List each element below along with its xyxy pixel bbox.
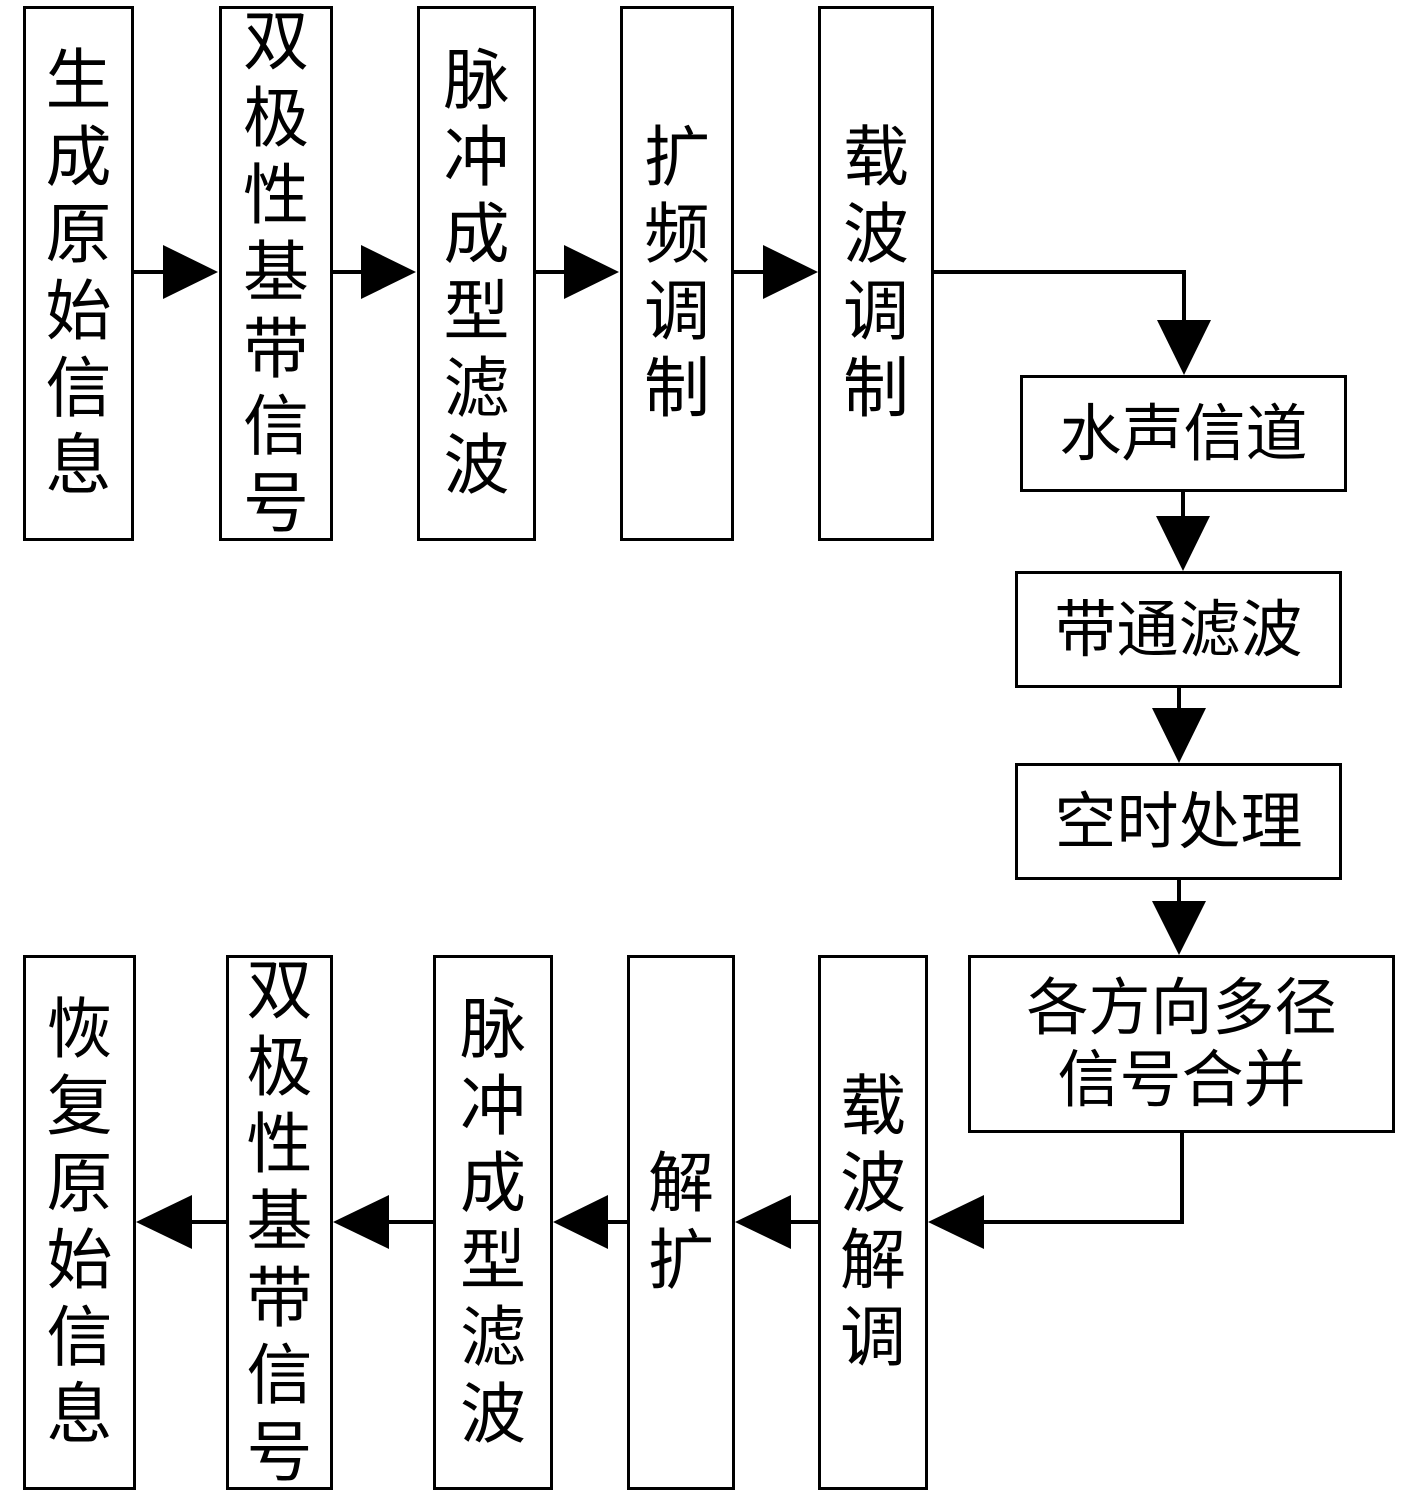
block-label: 脉冲成型滤波: [436, 991, 550, 1453]
connector-line: [982, 1132, 1184, 1224]
label-char: 扩: [648, 1222, 714, 1299]
block-carrier-modulation: 载波调制: [818, 6, 934, 541]
block-label: 水声信道: [1059, 396, 1308, 470]
label-char: 号: [246, 1414, 313, 1491]
label-char: 成: [45, 119, 112, 196]
label-char: 恢: [46, 991, 113, 1068]
label-char: 波: [460, 1376, 526, 1453]
block-label: 扩频调制: [623, 119, 731, 427]
label-char: 解: [648, 1145, 714, 1222]
block-label: 载波解调: [821, 1068, 925, 1376]
arrow-down-icon: [1152, 901, 1206, 955]
arrow-right-icon: [163, 245, 218, 299]
label-char: 双: [243, 3, 309, 80]
block-multipath-combining: 各方向多径 信号合并: [968, 955, 1395, 1133]
connector-line: [934, 270, 1186, 322]
label-char: 波: [840, 1145, 906, 1222]
label-char: 成: [443, 196, 510, 273]
label-char: 极: [246, 1029, 313, 1106]
arrow-right-icon: [564, 245, 619, 299]
label-char: 载: [843, 119, 909, 196]
arrow-left-icon: [928, 1195, 984, 1249]
label-char: 滤: [460, 1299, 526, 1376]
label-char: 带: [243, 311, 309, 388]
block-bipolar-baseband-rx: 双极性基带信号: [226, 952, 333, 1491]
block-bandpass-filter: 带通滤波: [1015, 571, 1342, 688]
label-char: 扩: [644, 119, 710, 196]
block-bipolar-baseband: 双极性基带信号: [219, 3, 333, 542]
label-char: 调: [843, 273, 909, 350]
block-pulse-shaping-rx: 脉冲成型滤波: [433, 955, 553, 1490]
label-char: 信: [45, 350, 112, 427]
label-char: 脉: [460, 991, 526, 1068]
label-char: 型: [460, 1222, 526, 1299]
label-char: 成: [460, 1145, 526, 1222]
block-label: 带通滤波: [1054, 592, 1303, 666]
arrow-left-icon: [735, 1195, 791, 1249]
label-char: 性: [246, 1106, 313, 1183]
block-despreading: 解扩: [627, 955, 735, 1490]
block-spread-modulation: 扩频调制: [620, 6, 734, 541]
label-char: 复: [46, 1068, 113, 1145]
arrow-down-icon: [1156, 516, 1210, 571]
block-space-time-processing: 空时处理: [1015, 763, 1342, 880]
label-char: 调: [840, 1299, 906, 1376]
label-char: 性: [243, 157, 309, 234]
label-char: 滤: [443, 350, 510, 427]
block-label-line-1: 各方向多径: [1026, 971, 1337, 1044]
label-char: 波: [443, 427, 510, 504]
label-char: 制: [644, 350, 710, 427]
arrow-left-icon: [136, 1195, 192, 1249]
block-label: 解扩: [630, 1145, 732, 1299]
label-char: 信: [246, 1337, 313, 1414]
label-char: 信: [243, 388, 309, 465]
arrow-down-icon: [1152, 708, 1206, 763]
label-char: 生: [45, 42, 112, 119]
block-label: 空时处理: [1054, 784, 1303, 858]
arrow-left-icon: [553, 1195, 608, 1249]
label-char: 调: [644, 273, 710, 350]
label-char: 带: [246, 1260, 313, 1337]
label-char: 始: [46, 1222, 113, 1299]
label-char: 冲: [443, 119, 510, 196]
label-char: 解: [840, 1222, 906, 1299]
block-label: 恢复原始信息: [26, 991, 133, 1453]
block-label: 双极性基带信号: [229, 952, 330, 1491]
label-char: 频: [644, 196, 710, 273]
label-char: 冲: [460, 1068, 526, 1145]
block-carrier-demodulation: 载波解调: [818, 955, 928, 1490]
block-label: 脉冲成型滤波: [420, 42, 533, 504]
block-label: 双极性基带信号: [222, 3, 330, 542]
label-char: 脉: [443, 42, 510, 119]
label-char: 制: [843, 350, 909, 427]
label-char: 原: [46, 1145, 113, 1222]
label-char: 号: [243, 465, 309, 542]
block-recover-source-info: 恢复原始信息: [23, 955, 136, 1490]
label-char: 息: [46, 1376, 113, 1453]
block-label-line-2: 信号合并: [1057, 1043, 1306, 1116]
label-char: 始: [45, 273, 112, 350]
label-char: 原: [45, 196, 112, 273]
label-char: 极: [243, 80, 309, 157]
label-char: 基: [246, 1183, 313, 1260]
block-pulse-shaping: 脉冲成型滤波: [417, 6, 536, 541]
arrow-down-icon: [1157, 320, 1211, 375]
label-char: 载: [840, 1068, 906, 1145]
block-underwater-channel: 水声信道: [1020, 375, 1347, 492]
label-char: 波: [843, 196, 909, 273]
label-char: 息: [45, 427, 112, 504]
block-generate-source-info: 生成原始信息: [23, 6, 134, 541]
arrow-right-icon: [361, 245, 416, 299]
label-char: 型: [443, 273, 510, 350]
block-label: 载波调制: [821, 119, 931, 427]
block-label: 生成原始信息: [26, 42, 131, 504]
arrow-left-icon: [333, 1195, 389, 1249]
arrow-right-icon: [763, 245, 818, 299]
label-char: 双: [246, 952, 313, 1029]
label-char: 基: [243, 234, 309, 311]
label-char: 信: [46, 1299, 113, 1376]
